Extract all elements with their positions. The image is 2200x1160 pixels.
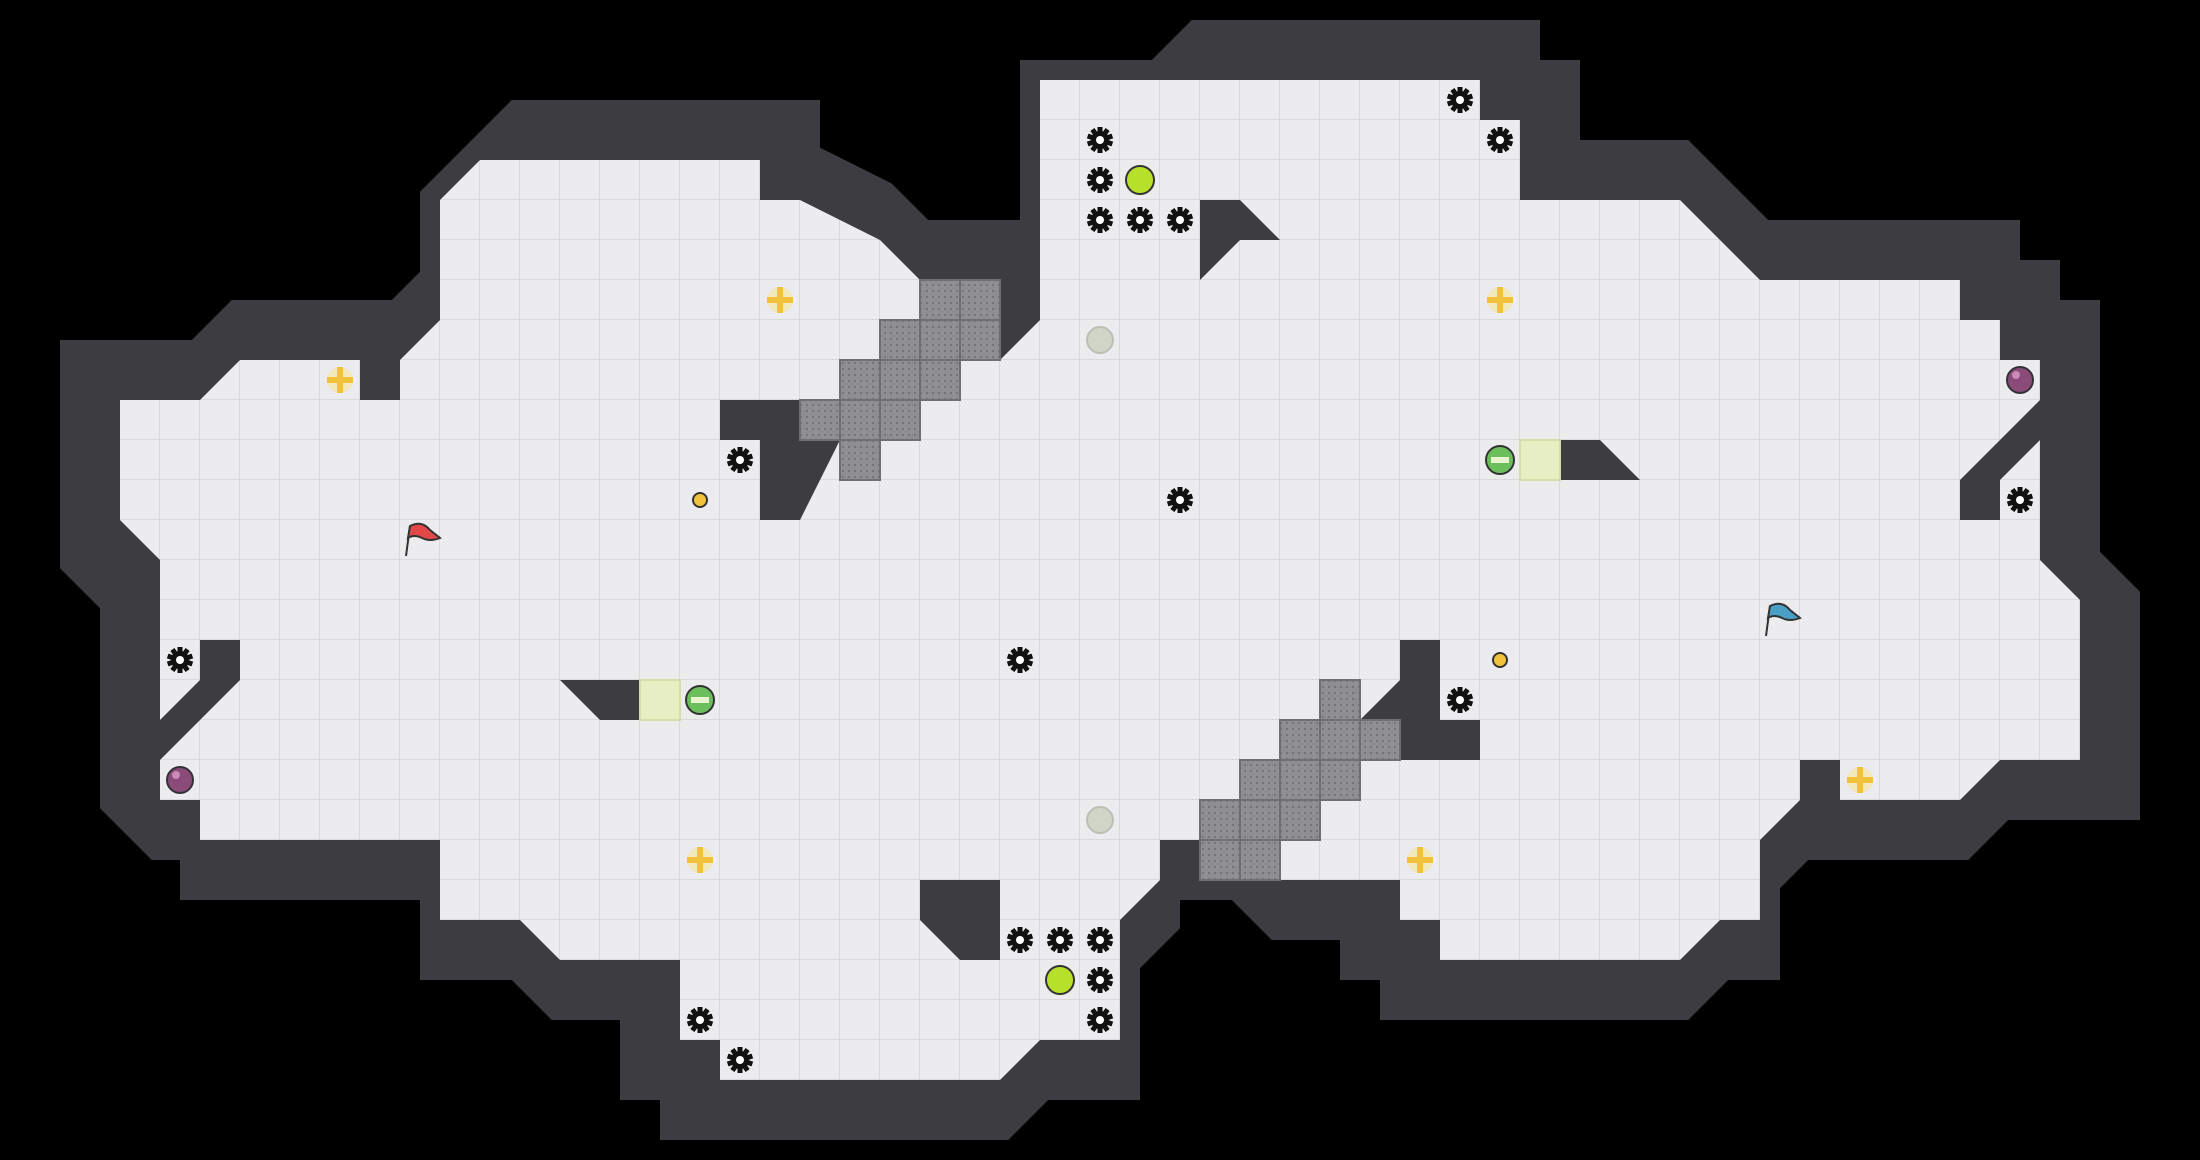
wall-block — [1200, 200, 1280, 280]
ghost-orb-icon[interactable] — [1086, 806, 1114, 834]
wall-block — [920, 880, 1000, 960]
gold-cross-token-icon[interactable] — [1487, 287, 1513, 313]
green-bot-icon[interactable] — [685, 685, 715, 715]
metal-crate[interactable] — [1319, 759, 1361, 801]
gear-mine-icon[interactable] — [1446, 687, 1474, 713]
metal-crate[interactable] — [879, 359, 921, 401]
interior-walls — [160, 200, 2040, 960]
wall-block — [720, 400, 840, 520]
wall-block — [1960, 400, 2040, 520]
metal-crate[interactable] — [879, 319, 921, 361]
small-gold-coin-icon[interactable] — [692, 492, 708, 508]
metal-crate[interactable] — [879, 399, 921, 441]
metal-crate[interactable] — [839, 399, 881, 441]
gear-mine-icon[interactable] — [1166, 207, 1194, 233]
wall-block — [1000, 240, 1040, 360]
metal-crate[interactable] — [1239, 839, 1281, 881]
green-bot-icon[interactable] — [1485, 445, 1515, 475]
lime-orb-icon[interactable] — [1125, 165, 1155, 195]
gear-mine-icon[interactable] — [1126, 207, 1154, 233]
metal-crate[interactable] — [1319, 719, 1361, 761]
red-flag-icon[interactable] — [405, 522, 442, 557]
gear-mine-icon[interactable] — [1086, 167, 1114, 193]
gear-mine-icon[interactable] — [686, 1007, 714, 1033]
gold-cross-token-icon[interactable] — [687, 847, 713, 873]
gear-mine-icon[interactable] — [2006, 487, 2034, 513]
blue-flag-icon[interactable] — [1765, 602, 1802, 637]
gear-mine-icon[interactable] — [726, 1047, 754, 1073]
gear-mine-icon[interactable] — [1006, 647, 1034, 673]
wall-block — [1800, 760, 1840, 800]
purple-potion-icon[interactable] — [166, 766, 194, 794]
spawn-pad[interactable] — [639, 679, 681, 721]
metal-crate[interactable] — [919, 279, 961, 321]
gold-cross-token-icon[interactable] — [767, 287, 793, 313]
metal-crate[interactable] — [1239, 799, 1281, 841]
arena — [60, 20, 2140, 1140]
metal-crate[interactable] — [1279, 759, 1321, 801]
gear-mine-icon[interactable] — [1446, 87, 1474, 113]
gear-mine-icon[interactable] — [1086, 967, 1114, 993]
wall-block — [360, 360, 400, 400]
spawn-pad[interactable] — [1519, 439, 1561, 481]
lime-orb-icon[interactable] — [1045, 965, 1075, 995]
entities — [166, 87, 2034, 1073]
gear-mine-icon[interactable] — [1486, 127, 1514, 153]
gear-mine-icon[interactable] — [726, 447, 754, 473]
metal-crate[interactable] — [1239, 759, 1281, 801]
metal-crate[interactable] — [959, 279, 1001, 321]
gear-mine-icon[interactable] — [1006, 927, 1034, 953]
metal-crate[interactable] — [1319, 679, 1361, 721]
small-gold-coin-icon[interactable] — [1492, 652, 1508, 668]
metal-crate[interactable] — [839, 439, 881, 481]
gear-mine-icon[interactable] — [1046, 927, 1074, 953]
metal-crate[interactable] — [919, 319, 961, 361]
metal-crate[interactable] — [839, 359, 881, 401]
gold-cross-token-icon[interactable] — [1847, 767, 1873, 793]
metal-crate[interactable] — [919, 359, 961, 401]
gold-cross-token-icon[interactable] — [327, 367, 353, 393]
crate-group — [799, 279, 1401, 881]
gold-cross-token-icon[interactable] — [1407, 847, 1433, 873]
metal-crate[interactable] — [1279, 719, 1321, 761]
arena-floor[interactable] — [120, 80, 2080, 1080]
gear-mine-icon[interactable] — [1086, 207, 1114, 233]
wall-block — [560, 680, 640, 720]
gear-mine-icon[interactable] — [166, 647, 194, 673]
ghost-orb-icon[interactable] — [1086, 326, 1114, 354]
metal-crate[interactable] — [1199, 799, 1241, 841]
metal-crate[interactable] — [1359, 719, 1401, 761]
metal-crate[interactable] — [1279, 799, 1321, 841]
gear-mine-icon[interactable] — [1086, 127, 1114, 153]
wall-block — [1560, 440, 1640, 480]
gear-mine-icon[interactable] — [1086, 927, 1114, 953]
gear-mine-icon[interactable] — [1086, 1007, 1114, 1033]
wall-block — [160, 640, 240, 760]
metal-crate[interactable] — [959, 319, 1001, 361]
spawn-pads — [639, 439, 1561, 721]
metal-crate[interactable] — [1199, 839, 1241, 881]
purple-potion-icon[interactable] — [2006, 366, 2034, 394]
gear-mine-icon[interactable] — [1166, 487, 1194, 513]
metal-crate[interactable] — [799, 399, 841, 441]
